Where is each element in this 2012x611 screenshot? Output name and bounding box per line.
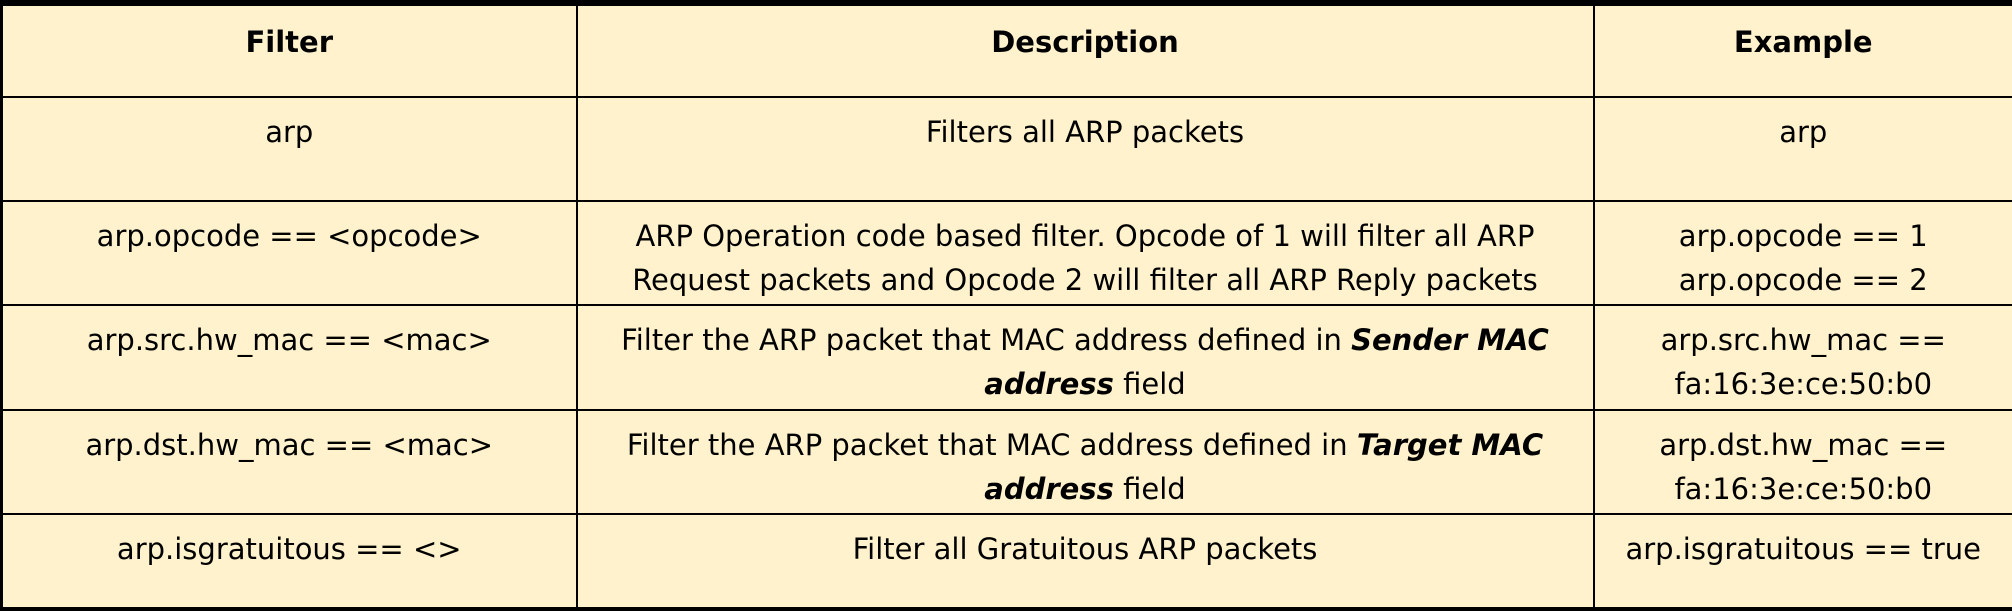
example-text: arp.isgratuitous == true xyxy=(1625,531,1982,566)
header-filter: Filter xyxy=(0,1,578,99)
description-text-line-1: ARP Operation code based filter. Opcode … xyxy=(635,219,1535,254)
example-text: arp xyxy=(1779,115,1828,150)
description-text: Filters all ARP packets xyxy=(925,115,1245,150)
description-emphasis: address xyxy=(984,471,1114,506)
example-cell: arp.opcode == 1 arp.opcode == 2 xyxy=(1592,200,2012,307)
description-prefix: Filter the ARP packet that MAC address d… xyxy=(626,427,1357,462)
description-text-line-2: Request packets and Opcode 2 will filter… xyxy=(632,263,1538,298)
example-text-line-1: arp.dst.hw_mac == xyxy=(1659,427,1948,462)
table-header-row: Filter Description Example xyxy=(0,1,2012,99)
description-cell: Filter the ARP packet that MAC address d… xyxy=(575,304,1595,411)
description-emphasis: Sender MAC xyxy=(1351,323,1549,358)
description-text-line-2: address field xyxy=(588,362,1583,406)
description-emphasis: Target MAC xyxy=(1356,427,1544,462)
example-text-line-1: arp.opcode == 1 xyxy=(1678,219,1928,254)
example-text-line-2: arp.opcode == 2 xyxy=(1678,263,1928,298)
table-row: arp.isgratuitous == <> Filter all Gratui… xyxy=(0,512,2012,611)
filter-cell: arp xyxy=(0,96,578,203)
description-text-line-2: address field xyxy=(588,467,1583,511)
filter-cell: arp.opcode == <opcode> xyxy=(0,200,578,307)
header-description: Description xyxy=(575,1,1595,99)
example-text-line-2: fa:16:3e:ce:50:b0 xyxy=(1674,471,1933,506)
description-text: Filter all Gratuitous ARP packets xyxy=(852,531,1318,566)
table-row: arp.dst.hw_mac == <mac> Filter the ARP p… xyxy=(0,408,2012,515)
description-cell: Filters all ARP packets xyxy=(575,96,1595,203)
description-cell: ARP Operation code based filter. Opcode … xyxy=(575,200,1595,307)
table-row: arp.src.hw_mac == <mac> Filter the ARP p… xyxy=(0,304,2012,411)
filter-cell: arp.src.hw_mac == <mac> xyxy=(0,304,578,411)
example-cell: arp.src.hw_mac == fa:16:3e:ce:50:b0 xyxy=(1592,304,2012,411)
example-cell: arp xyxy=(1592,96,2012,203)
example-cell: arp.dst.hw_mac == fa:16:3e:ce:50:b0 xyxy=(1592,408,2012,515)
filter-cell: arp.isgratuitous == <> xyxy=(0,512,578,611)
example-text-line-2: fa:16:3e:ce:50:b0 xyxy=(1674,367,1933,402)
table-row: arp Filters all ARP packets arp xyxy=(0,96,2012,203)
description-emphasis: address xyxy=(984,367,1114,402)
example-text-line-1: arp.src.hw_mac == xyxy=(1660,323,1946,358)
description-cell: Filter the ARP packet that MAC address d… xyxy=(575,408,1595,515)
description-prefix: Filter the ARP packet that MAC address d… xyxy=(621,323,1352,358)
description-cell: Filter all Gratuitous ARP packets xyxy=(575,512,1595,611)
example-cell: arp.isgratuitous == true xyxy=(1592,512,2012,611)
filter-cell: arp.dst.hw_mac == <mac> xyxy=(0,408,578,515)
description-text-line-1: Filter the ARP packet that MAC address d… xyxy=(588,318,1583,362)
description-suffix: field xyxy=(1113,471,1186,506)
table-row: arp.opcode == <opcode> ARP Operation cod… xyxy=(0,200,2012,307)
description-suffix: field xyxy=(1113,367,1186,402)
header-example: Example xyxy=(1592,1,2012,99)
description-text-line-1: Filter the ARP packet that MAC address d… xyxy=(588,423,1583,467)
